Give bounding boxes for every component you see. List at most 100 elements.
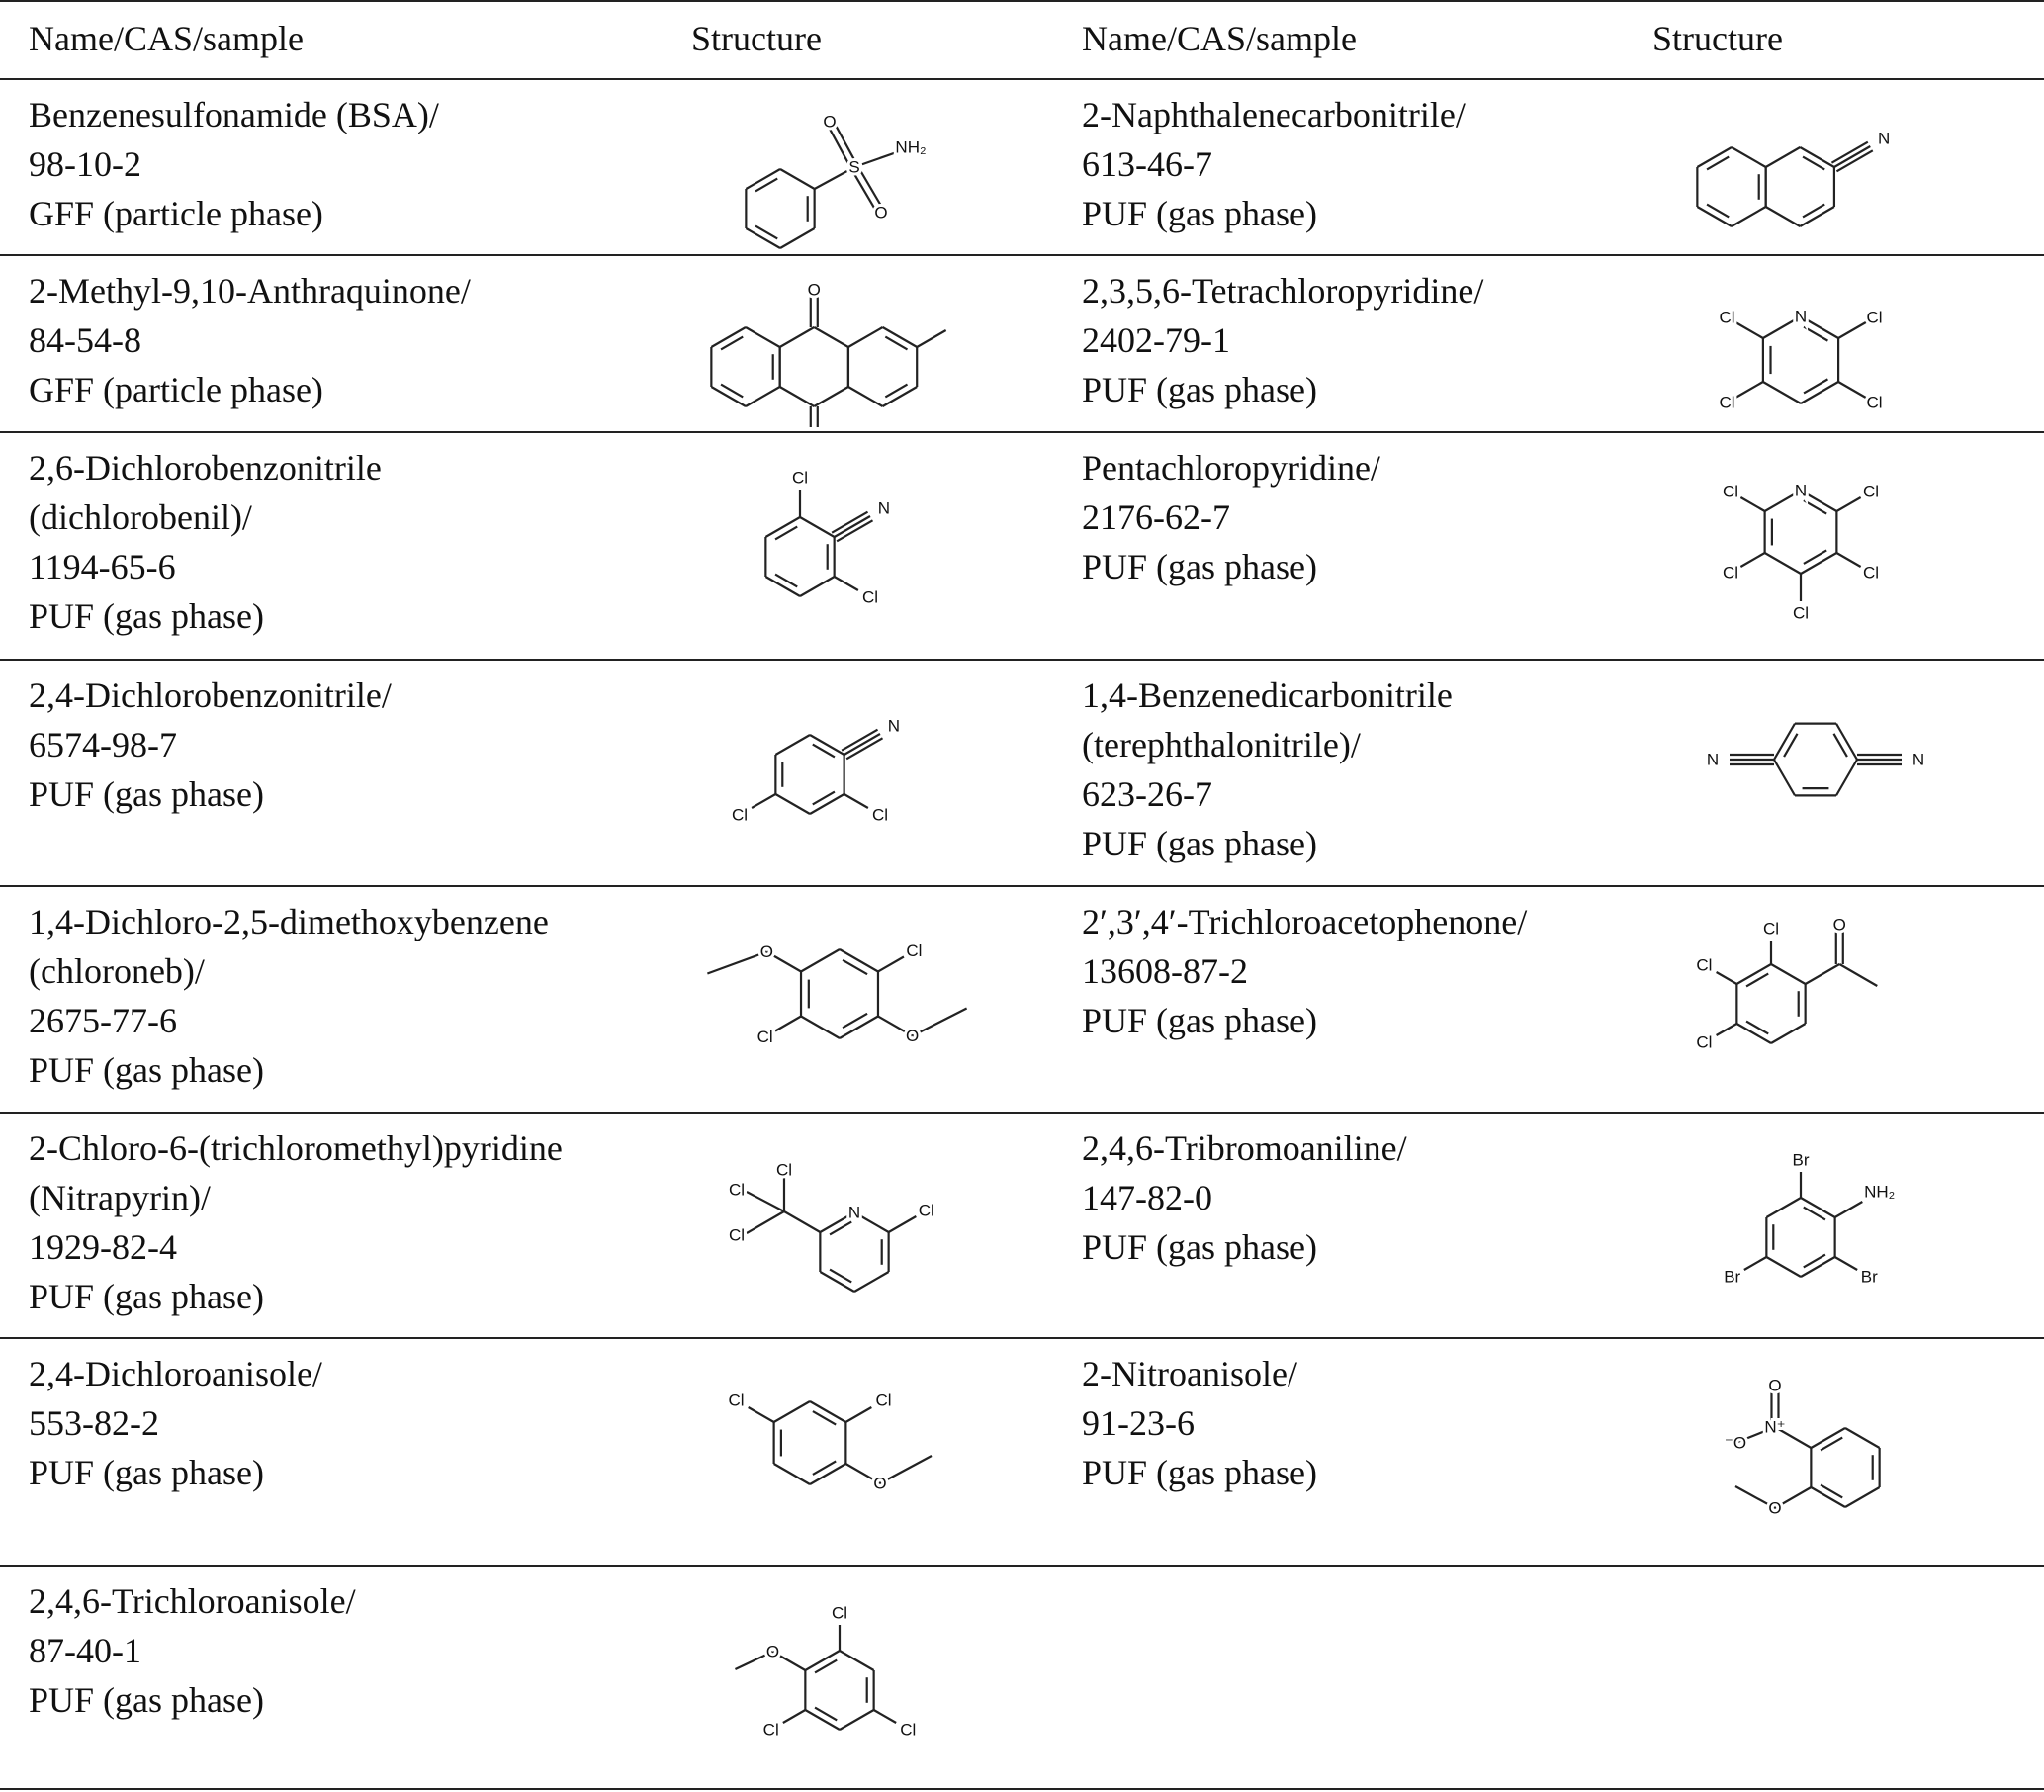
bond [1765,1256,1802,1278]
bond [755,224,778,240]
bond [814,166,855,190]
atom-label: O [1833,916,1846,935]
atom-label: N [1878,130,1890,148]
bond [809,1463,846,1485]
bond [850,168,879,216]
compound-text-line: 2,4-Dichlorobenzonitrile/ [29,675,392,715]
atom-label: Cl [1863,564,1879,582]
bond [1762,315,1802,339]
bond [771,1651,806,1671]
bond [1731,206,1767,227]
compound-text-line: 2′,3′,4′-Trichloroacetophenone/ [1082,902,1528,941]
bond [844,733,881,756]
bond [884,383,909,399]
atom-label: Cl [1719,394,1734,412]
bond [1765,206,1801,227]
bond [819,1211,855,1233]
bond [707,950,767,975]
bond [1800,552,1837,575]
bond [1774,1426,1812,1449]
bond [1731,146,1767,168]
atom-label: Cl [1763,920,1779,939]
atom-label: O [873,1475,886,1493]
compound-text-line: 2-Chloro-6-(trichloromethyl)pyridine [29,1128,563,1168]
atom-label: O [1768,1377,1781,1395]
bond [847,386,884,407]
compound-text-line: PUF (gas phase) [1082,1001,1317,1040]
bond [1803,1206,1826,1221]
atom-label: Cl [1863,483,1879,501]
atom-label: Cl [729,1226,745,1245]
table-row: 2,6-Dichlorobenzonitrile(dichlorobenil)/… [0,432,2044,660]
bond [1800,315,1839,339]
bond [877,955,905,973]
bond [799,516,836,538]
atom-label: Cl [728,1391,744,1410]
bond [825,123,852,170]
bond [779,326,815,348]
atom-label: Br [1724,1268,1740,1287]
table-row: 2-Chloro-6-(trichloromethyl)pyridine(Nit… [0,1113,2044,1338]
atom-label: Br [1793,1151,1810,1170]
bond [844,1463,881,1484]
compound-text-line: PUF (gas phase) [1082,1453,1317,1492]
bond [829,1268,852,1284]
atom-label: N [1795,482,1807,500]
bond [839,948,879,973]
atom-label: Cl [1723,483,1738,501]
bond [1830,140,1869,164]
bond [1844,1427,1881,1449]
compound-text-line: 2,4,6-Tribromoaniline/ [1082,1128,1407,1168]
bond [1810,1427,1846,1449]
compound-text-line: Pentachloropyridine/ [1082,448,1380,488]
atom-label: N [1707,751,1719,769]
header-name-cas-sample: Name/CAS/sample [1082,19,1357,58]
bond [884,335,909,351]
bond [873,1709,897,1724]
bond [1820,1436,1843,1452]
compound-text-line: 2,4,6-Trichloroanisole/ [29,1581,356,1621]
atom-label: N [878,499,890,518]
compound-text-line: 91-23-6 [1082,1403,1195,1443]
atom-label: N [1795,308,1807,326]
atom-label: Cl [900,1721,916,1740]
bond [1833,145,1871,168]
bond [774,525,798,541]
bond [1800,490,1837,512]
header-structure: Structure [1652,19,1783,58]
bond [1762,381,1802,404]
bond [812,1460,837,1476]
bond [799,576,836,597]
atom-label: O [766,1643,779,1661]
header-name-cas-sample: Name/CAS/sample [29,19,304,58]
atom-label: Cl [1793,604,1809,623]
bond [812,790,836,806]
bond [882,386,918,407]
compound-text-line: 2402-79-1 [1082,320,1230,360]
compound-text-line: PUF (gas phase) [29,596,264,636]
bond [1799,146,1835,168]
bond [912,1007,968,1037]
atom-label: O [823,113,836,132]
bond [841,728,879,752]
bond [774,734,811,756]
